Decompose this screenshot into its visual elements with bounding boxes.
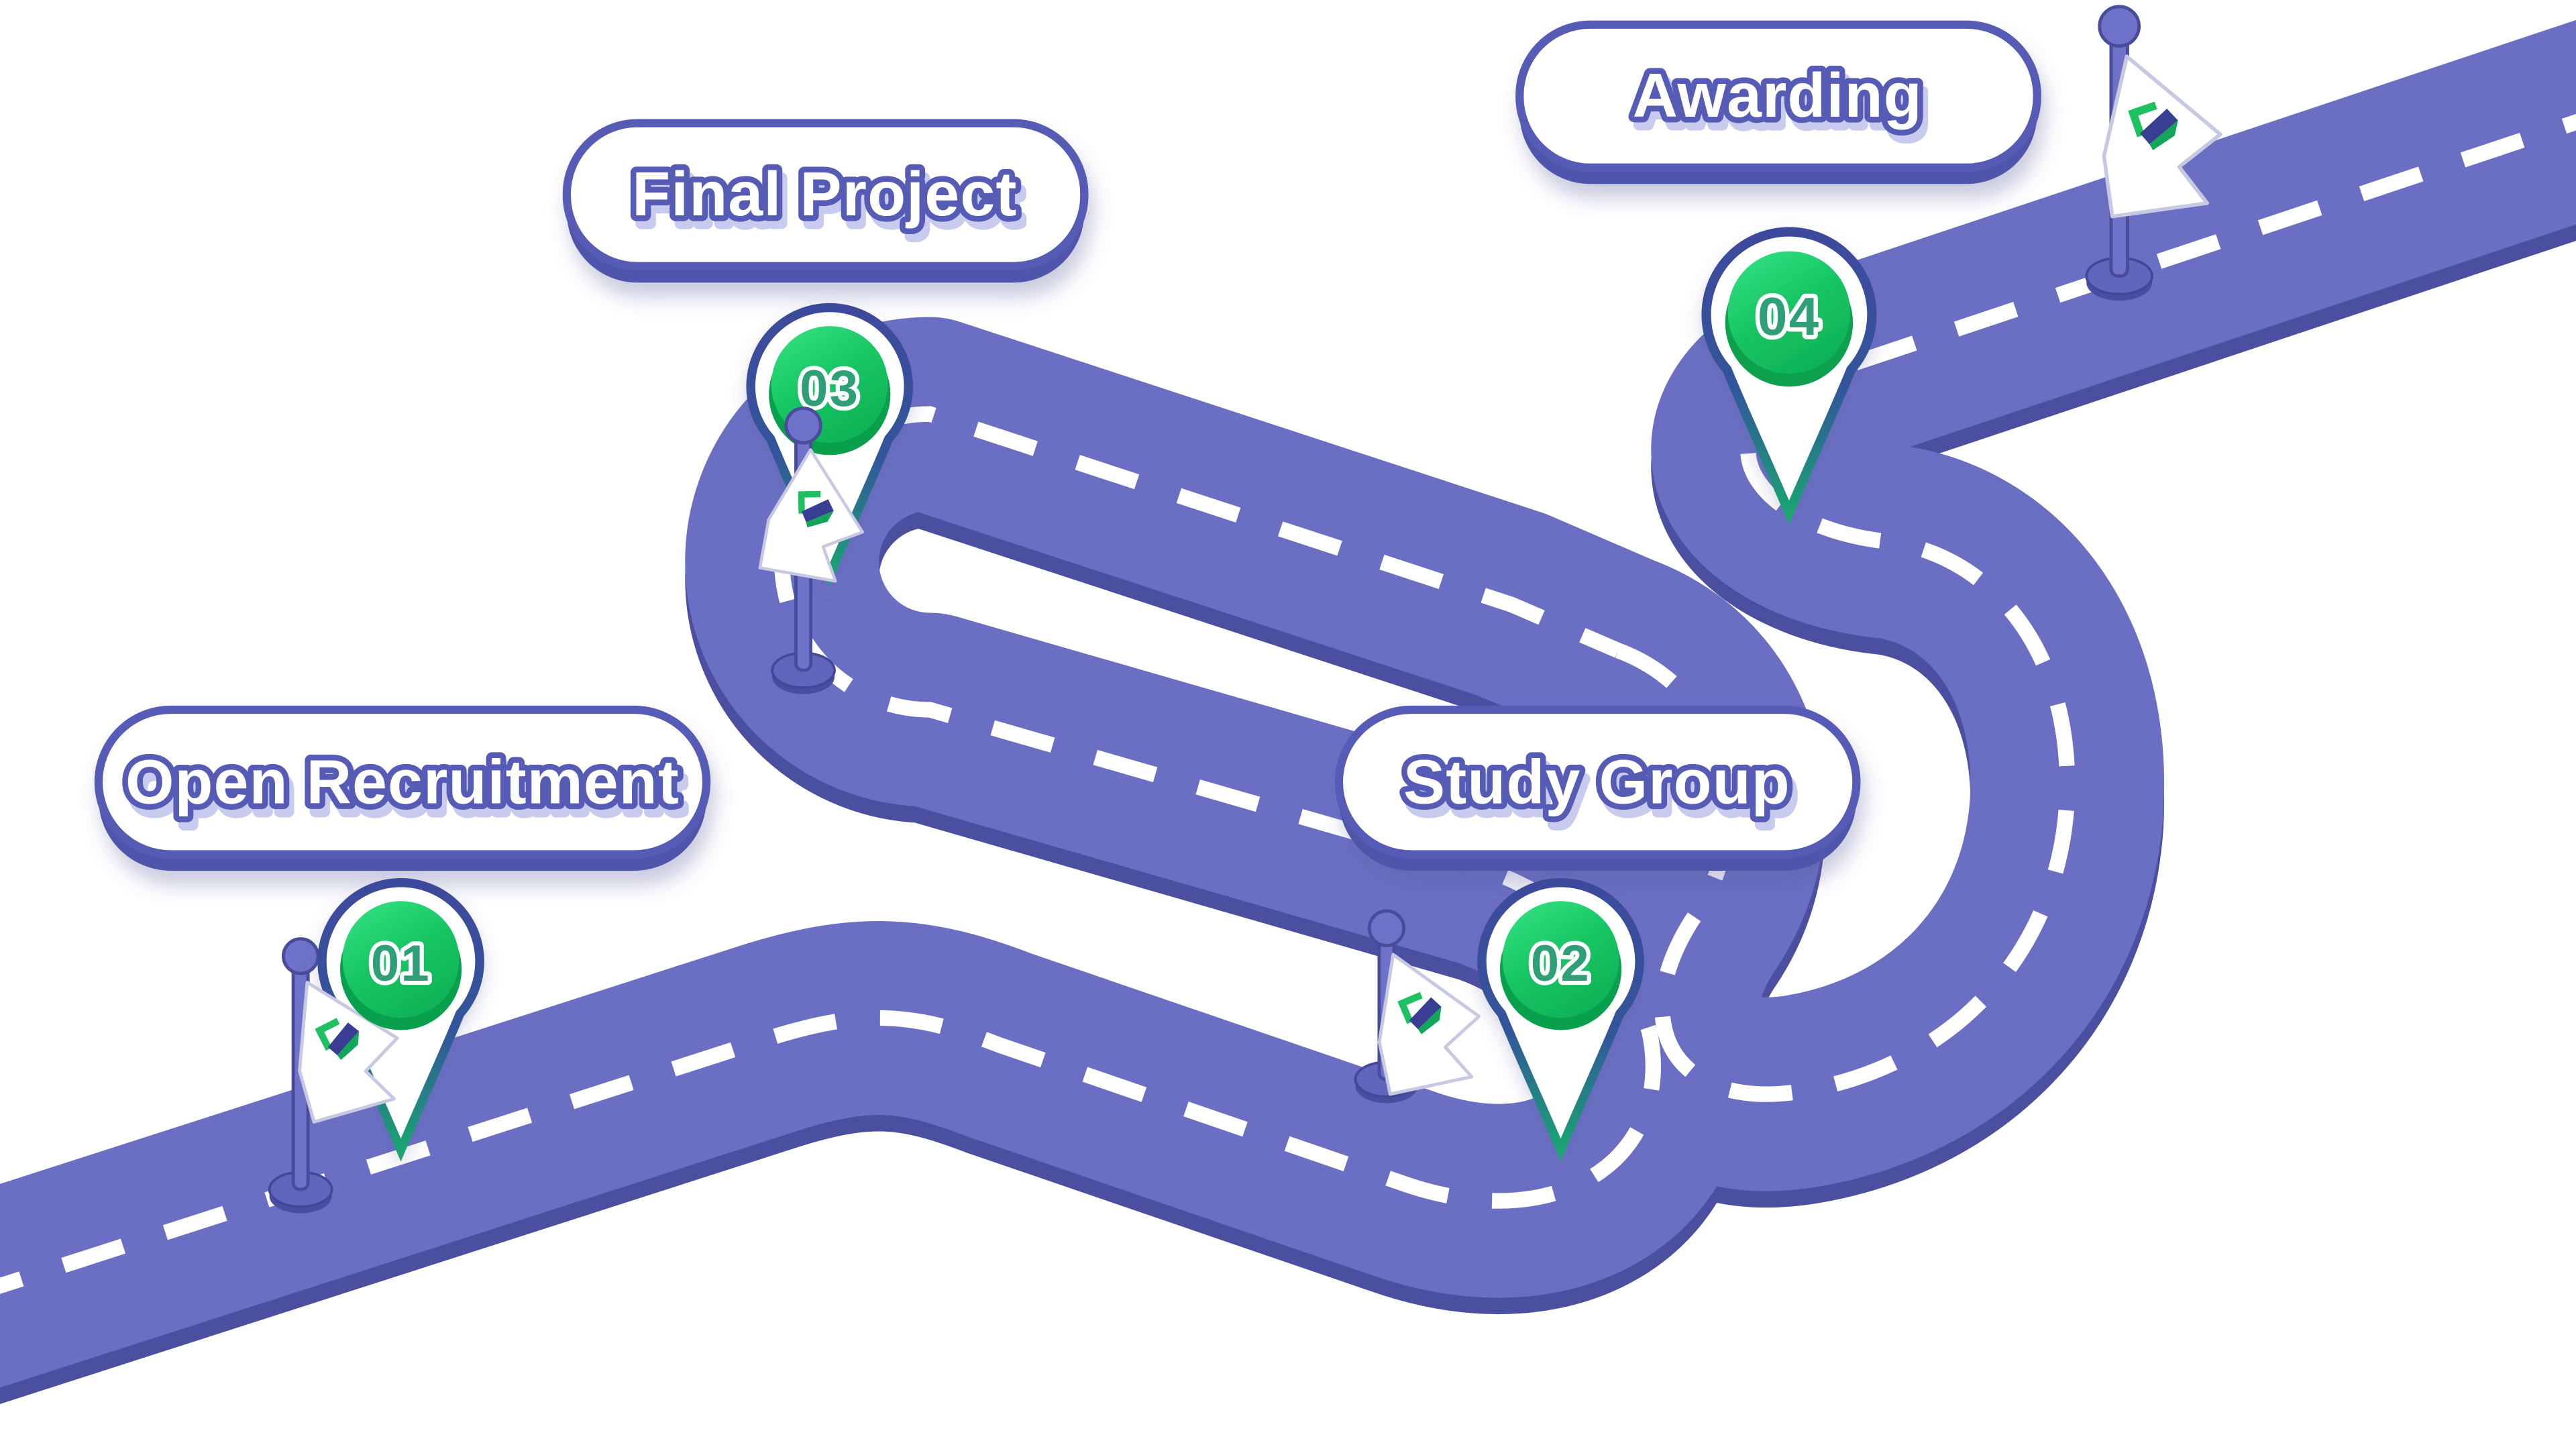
milestone-01: 01 [268, 877, 484, 1214]
flag-pole-ball [1367, 909, 1406, 947]
finish-flag [2085, 5, 2222, 301]
pill-label-shadow: Awarding [1638, 68, 1927, 138]
pin-03-marker: 03 [769, 326, 891, 455]
flag-pole-ball [2098, 5, 2141, 48]
pill-label: Final Project [632, 159, 1017, 229]
milestone-04: 04 [1701, 227, 1877, 525]
pill-face [1515, 20, 2041, 172]
pill-face [94, 705, 711, 859]
pill-label: Study Group [1403, 747, 1790, 817]
flag-pole-ball [784, 407, 822, 445]
pin-circle [1502, 901, 1619, 1018]
milestone-pill-open-recruitment: Open Recruitment Open Recruitment [94, 705, 711, 871]
pill-label-shadow: Open Recruitment [130, 755, 684, 825]
pill-face [1334, 705, 1861, 859]
pin-number: 01 [371, 935, 431, 992]
code-logo-icon [315, 1018, 360, 1061]
pill-label-shadow: Final Project [637, 167, 1022, 237]
code-logo-icon [1397, 991, 1442, 1034]
milestone-03: 03 [746, 303, 913, 694]
pin-04: 04 [1701, 227, 1877, 525]
pin-01-marker: 01 [339, 901, 462, 1030]
pill-label: Open Recruitment [125, 747, 680, 817]
pin-circle [1727, 251, 1851, 374]
flag-pole-ball [282, 937, 320, 975]
milestone-02: 02 [1354, 877, 1644, 1162]
flag-01-pennant [298, 981, 399, 1124]
milestone-pill-awarding: Awarding Awarding [1515, 20, 2041, 184]
pin-02-marker: 02 [1499, 901, 1622, 1030]
pin-number: 04 [1758, 286, 1821, 346]
pill-label: Awarding [1633, 60, 1923, 130]
pin-number: 02 [1531, 935, 1591, 992]
code-logo-icon [798, 490, 834, 528]
pin-circle [342, 901, 460, 1018]
flag-03 [758, 407, 864, 694]
code-logo-icon [2128, 101, 2178, 150]
pill-face [562, 119, 1089, 270]
pill-label-shadow: Study Group [1408, 755, 1795, 825]
milestone-pill-final-project: Final Project Final Project [562, 119, 1089, 283]
flag-02-pennant [1377, 953, 1481, 1096]
milestone-pill-study-group: Study Group Study Group [1334, 705, 1861, 871]
